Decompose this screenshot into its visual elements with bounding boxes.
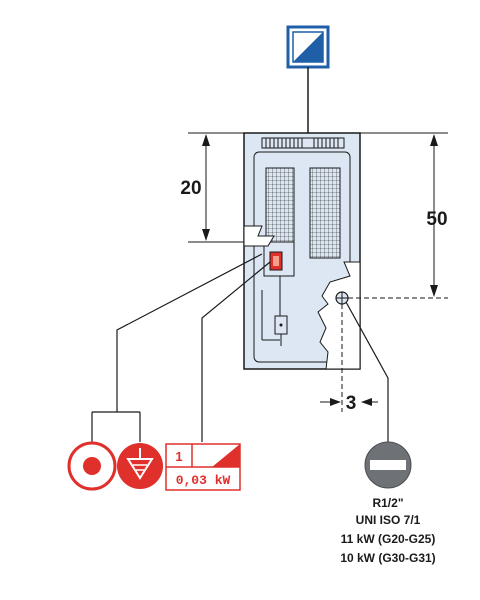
dimension-20-label: 20 [180, 178, 201, 199]
electric-power-label: 0,03 kW [176, 473, 231, 488]
gas-inlet-point [335, 291, 349, 305]
gas-leader-line [345, 301, 389, 442]
gas-standard-label: UNI ISO 7/1 [356, 513, 421, 527]
dimension-3 [320, 304, 378, 412]
dimension-50-label: 50 [426, 209, 447, 230]
electric-rating-box [165, 443, 241, 491]
dimension-50 [348, 132, 448, 299]
no-entry-gas-icon [364, 441, 412, 489]
dimension-3-label: 3 [346, 393, 357, 414]
red-circle-dot-icon [67, 441, 117, 491]
appliance-body [243, 132, 361, 370]
gas-power-g20-label: 11 kW (G20-G25) [341, 532, 436, 546]
phase-wave-icon [212, 444, 240, 467]
electric-leader-lines [91, 253, 271, 442]
electric-phase-label: 1 [175, 449, 182, 464]
equipotential-triangle-icon [117, 443, 163, 489]
gas-power-g30-label: 10 kW (G30-G31) [340, 551, 435, 565]
gas-connection-label: R1/2" [372, 496, 403, 510]
dimension-20 [188, 132, 244, 243]
diagonal-square-icon [286, 25, 330, 69]
